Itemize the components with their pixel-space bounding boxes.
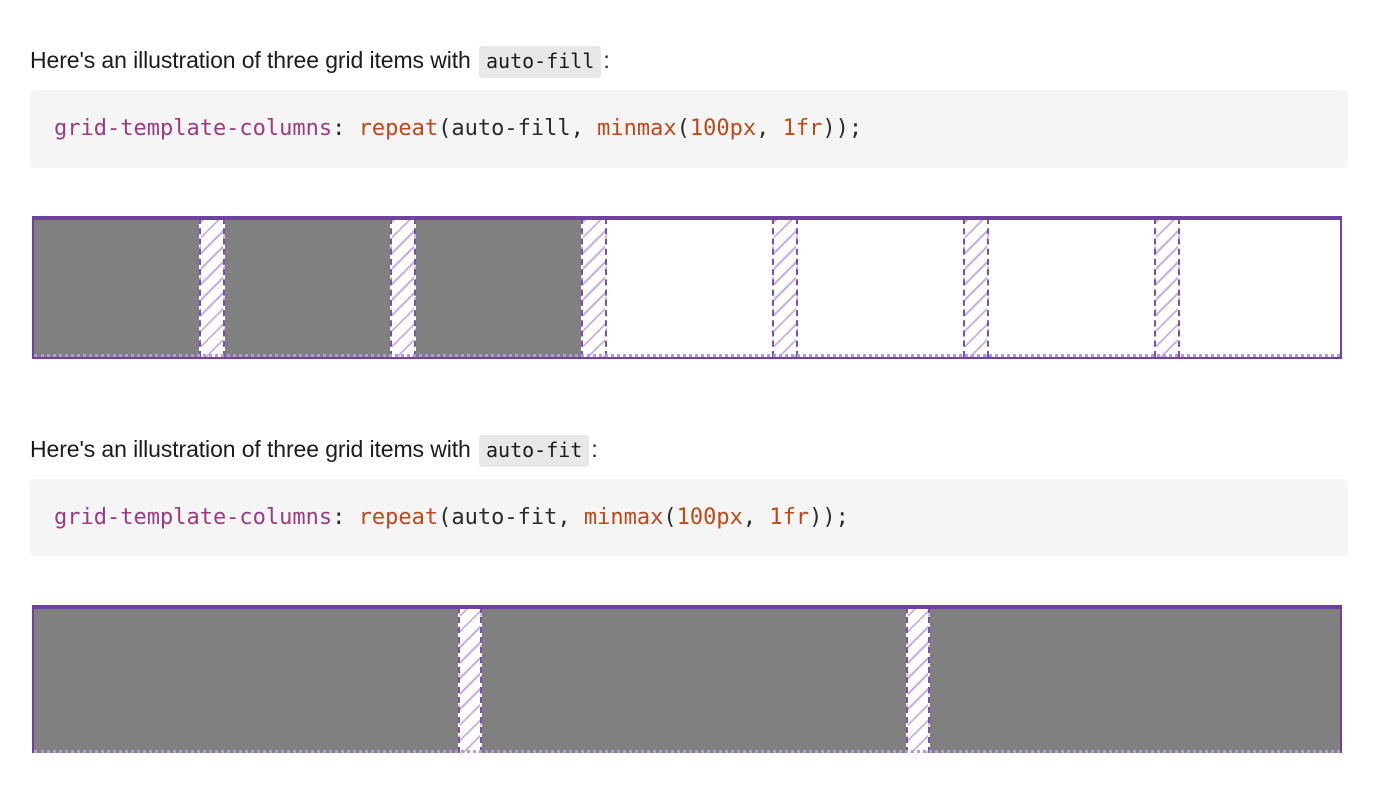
code-token-repeat: repeat bbox=[358, 116, 439, 141]
inline-code-auto-fill: auto-fill bbox=[479, 46, 602, 78]
code-token-open-paren-2: ( bbox=[663, 505, 677, 530]
grid-gap bbox=[1154, 218, 1180, 357]
code-block-auto-fit: grid-template-columns: repeat(auto-fit, … bbox=[30, 479, 1348, 557]
code-token-close: )); bbox=[809, 505, 849, 530]
grid-gap bbox=[458, 607, 482, 753]
code-token-minmax: minmax bbox=[597, 116, 677, 141]
code-token-colon: : bbox=[332, 505, 359, 530]
code-token-property: grid-template-columns bbox=[54, 116, 333, 141]
grid-gap bbox=[199, 218, 225, 357]
grid-track-empty bbox=[1180, 218, 1340, 357]
grid-item-filled bbox=[416, 218, 581, 357]
grid-gap bbox=[581, 218, 607, 357]
grid-item-filled bbox=[930, 607, 1340, 753]
code-token-keyword: auto-fill bbox=[451, 116, 571, 141]
code-token-open-paren-1: ( bbox=[438, 505, 452, 530]
code-token-open-paren-2: ( bbox=[676, 116, 690, 141]
grid-overlay-auto-fill bbox=[32, 216, 1342, 359]
code-token-max: 1fr bbox=[782, 116, 823, 141]
grid-overlay-auto-fit bbox=[32, 605, 1342, 753]
code-token-min: 100px bbox=[676, 505, 743, 530]
code-token-minmax: minmax bbox=[583, 505, 664, 530]
grid-item-filled bbox=[482, 607, 906, 753]
paragraph-lead-text: Here's an illustration of three grid ite… bbox=[30, 436, 471, 462]
paragraph-auto-fit: Here's an illustration of three grid ite… bbox=[30, 434, 598, 467]
paragraph-lead-text: Here's an illustration of three grid ite… bbox=[30, 47, 471, 73]
code-block-auto-fill: grid-template-columns: repeat(auto-fill,… bbox=[30, 90, 1348, 168]
inline-code-auto-fit: auto-fit bbox=[479, 435, 590, 467]
grid-track-empty bbox=[607, 218, 772, 357]
paragraph-auto-fill: Here's an illustration of three grid ite… bbox=[30, 45, 610, 78]
code-token-comma-2: , bbox=[742, 505, 770, 530]
grid-track-row bbox=[34, 607, 1340, 753]
code-token-property: grid-template-columns bbox=[54, 505, 333, 530]
grid-gap bbox=[963, 218, 989, 357]
code-token-colon: : bbox=[332, 116, 359, 141]
grid-gap bbox=[906, 607, 930, 753]
grid-gap bbox=[390, 218, 416, 357]
paragraph-trail-text: : bbox=[603, 47, 610, 73]
paragraph-trail-text: : bbox=[591, 436, 598, 462]
code-token-comma-1: , bbox=[570, 116, 598, 141]
grid-gap bbox=[772, 218, 798, 357]
grid-item-filled bbox=[225, 218, 390, 357]
code-token-keyword: auto-fit bbox=[451, 505, 558, 530]
grid-item-filled bbox=[34, 218, 199, 357]
grid-track-row bbox=[34, 218, 1340, 357]
code-token-open-paren-1: ( bbox=[438, 116, 452, 141]
code-token-close: )); bbox=[822, 116, 863, 141]
grid-track-empty bbox=[798, 218, 963, 357]
grid-item-filled bbox=[34, 607, 458, 753]
code-token-max: 1fr bbox=[769, 505, 810, 530]
code-token-repeat: repeat bbox=[358, 505, 439, 530]
code-token-min: 100px bbox=[689, 116, 757, 141]
grid-track-empty bbox=[989, 218, 1154, 357]
code-token-comma-2: , bbox=[756, 116, 783, 141]
code-token-comma-1: , bbox=[557, 505, 584, 530]
